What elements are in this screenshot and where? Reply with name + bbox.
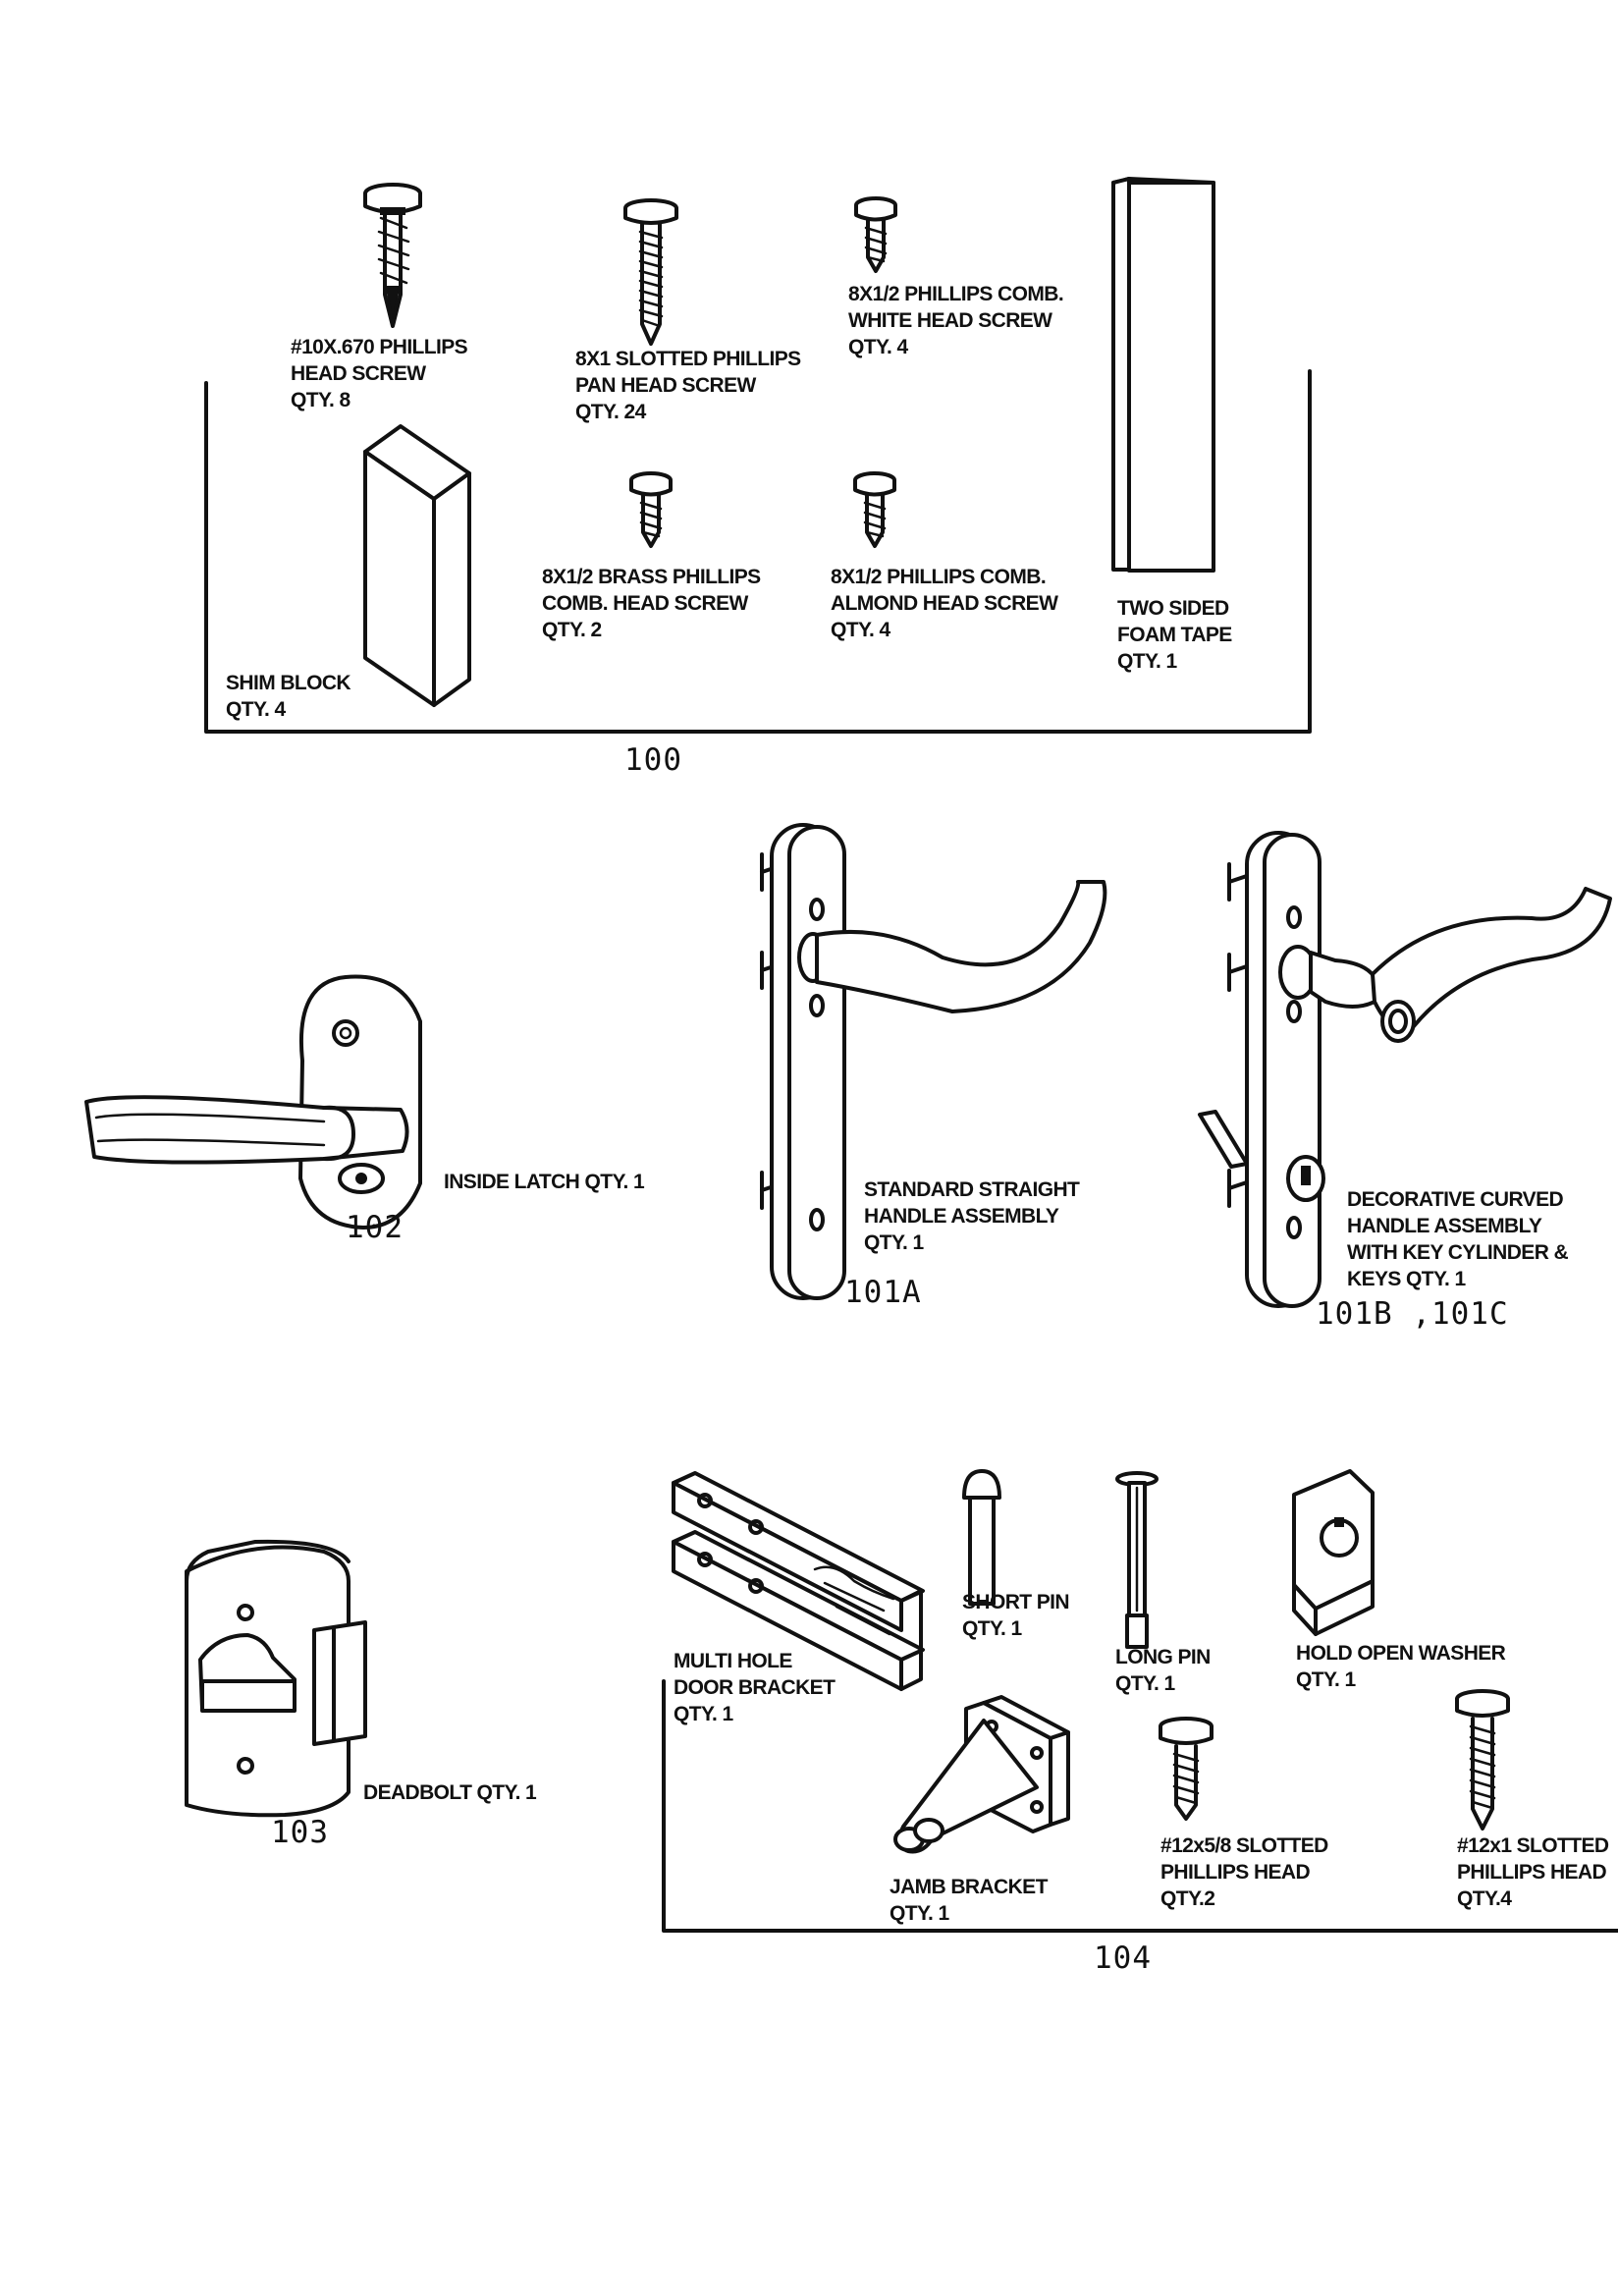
- screw-almond-icon: [853, 471, 896, 548]
- kit-100-ref-number: 100: [624, 742, 682, 778]
- deadbolt-ref-number: 103: [271, 1815, 329, 1850]
- kit-104-ref-number: 104: [1094, 1941, 1152, 1976]
- inside-latch-icon: [84, 974, 422, 1230]
- screw-brass-icon: [629, 471, 673, 548]
- screw-12x58-icon: [1159, 1717, 1214, 1821]
- kit-104-bracket-outline: [662, 1679, 1618, 1933]
- short-pin-icon: [962, 1469, 1001, 1606]
- curved-handle-ref-number: 101B ,101C: [1316, 1296, 1509, 1332]
- shim-block-icon: [363, 424, 471, 707]
- jamb-bracket-icon: [893, 1695, 1070, 1854]
- deadbolt-label: DEADBOLT QTY. 1: [363, 1781, 537, 1804]
- screw-white-head-icon: [854, 196, 897, 273]
- long-pin-icon: [1115, 1471, 1159, 1649]
- straight-handle-ref-number: 101A: [844, 1275, 922, 1310]
- screw-10x670-icon: [363, 183, 422, 328]
- screw-8x1-icon: [623, 198, 678, 346]
- deadbolt-icon: [185, 1539, 367, 1818]
- foam-tape-icon: [1111, 177, 1215, 573]
- inside-latch-ref-number: 102: [346, 1210, 404, 1245]
- inside-latch-label: INSIDE LATCH QTY. 1: [444, 1171, 645, 1193]
- curved-handle-icon: [1198, 831, 1612, 1308]
- straight-handle-icon: [760, 823, 1107, 1300]
- hold-open-washer-icon: [1292, 1469, 1375, 1636]
- kit-100-bracket-outline: [204, 369, 1312, 734]
- multi-hole-bracket-icon: [672, 1471, 925, 1691]
- screw-12x1-icon: [1455, 1689, 1510, 1831]
